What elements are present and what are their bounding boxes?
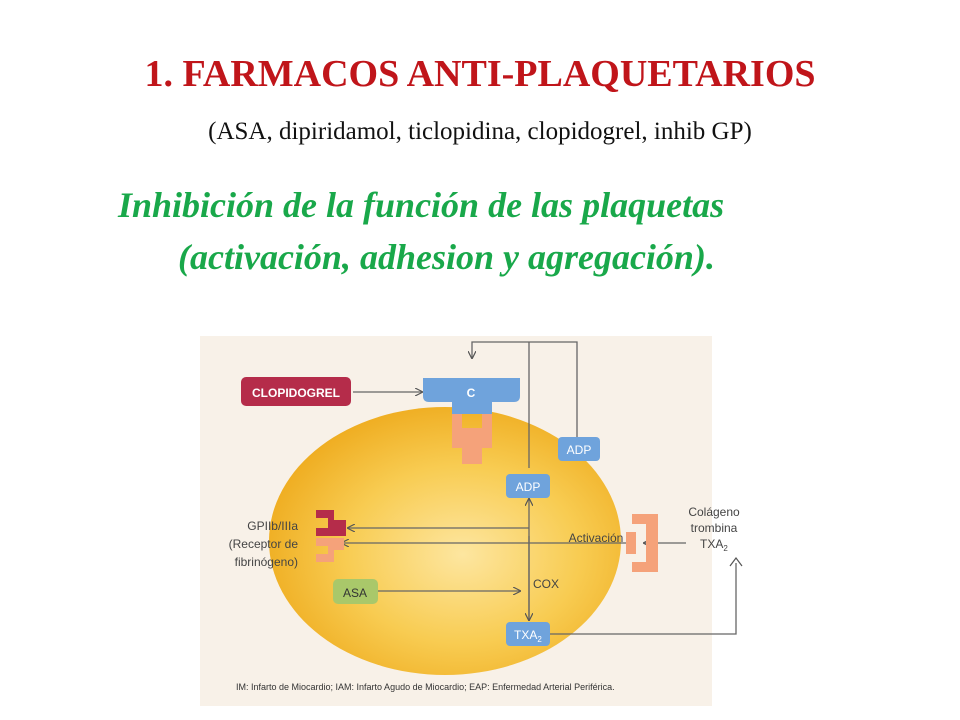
activation-receptor-tab: [626, 532, 636, 554]
receptor-c-stem: [462, 448, 482, 464]
receptor-c-base: [452, 414, 492, 448]
asa-label: ASA: [343, 586, 367, 600]
adp-box-inner: [506, 474, 550, 498]
slide-subtitle: (ASA, dipiridamol, ticlopidina, clopidog…: [208, 118, 752, 145]
receptor-c-label: C: [467, 386, 476, 400]
feedback-loop-line: [472, 341, 578, 456]
txa-box: [506, 622, 550, 646]
adp-inner-label: ADP: [516, 480, 541, 494]
txa-right-label: TXA2: [700, 537, 728, 553]
activacion-label: Activación: [569, 531, 624, 545]
receptor-c: [423, 378, 520, 414]
slide-title: 1. FARMACOS ANTI-PLAQUETARIOS: [144, 53, 816, 95]
antiplatelet-diagram: C CLOPIDOGREL ADP ADP GPIIb/IIIa (Recept…: [200, 336, 743, 706]
heading-line-1: Inhibición de la función de las plaqueta…: [118, 185, 725, 225]
gp-label-line1: GPIIb/IIIa: [247, 519, 298, 533]
txa-label: TXA2: [514, 628, 542, 644]
trombina-label: trombina: [691, 521, 738, 535]
footnote: IM: Infarto de Miocardio; IAM: Infarto A…: [236, 682, 615, 692]
clopidogrel-box: [241, 377, 351, 406]
txa-feedback-arrow: [550, 563, 737, 635]
heading-line-2: (activación, adhesion y agregación).: [178, 237, 715, 277]
colageno-label: Colágeno: [688, 505, 740, 519]
adp-box-top: [558, 437, 600, 461]
adp-top-label: ADP: [567, 443, 592, 457]
txa-feedback-arrowhead: [729, 557, 743, 567]
gp-receptor-red: [316, 510, 346, 536]
activation-receptor: [632, 514, 658, 572]
gp-receptor-salmon: [316, 538, 344, 562]
clopidogrel-label: CLOPIDOGREL: [252, 386, 340, 400]
asa-box: [333, 579, 378, 604]
cox-label: COX: [533, 577, 559, 591]
gp-label-line2: (Receptor de: [229, 537, 299, 551]
gp-label-line3: fibrinógeno): [235, 555, 298, 569]
